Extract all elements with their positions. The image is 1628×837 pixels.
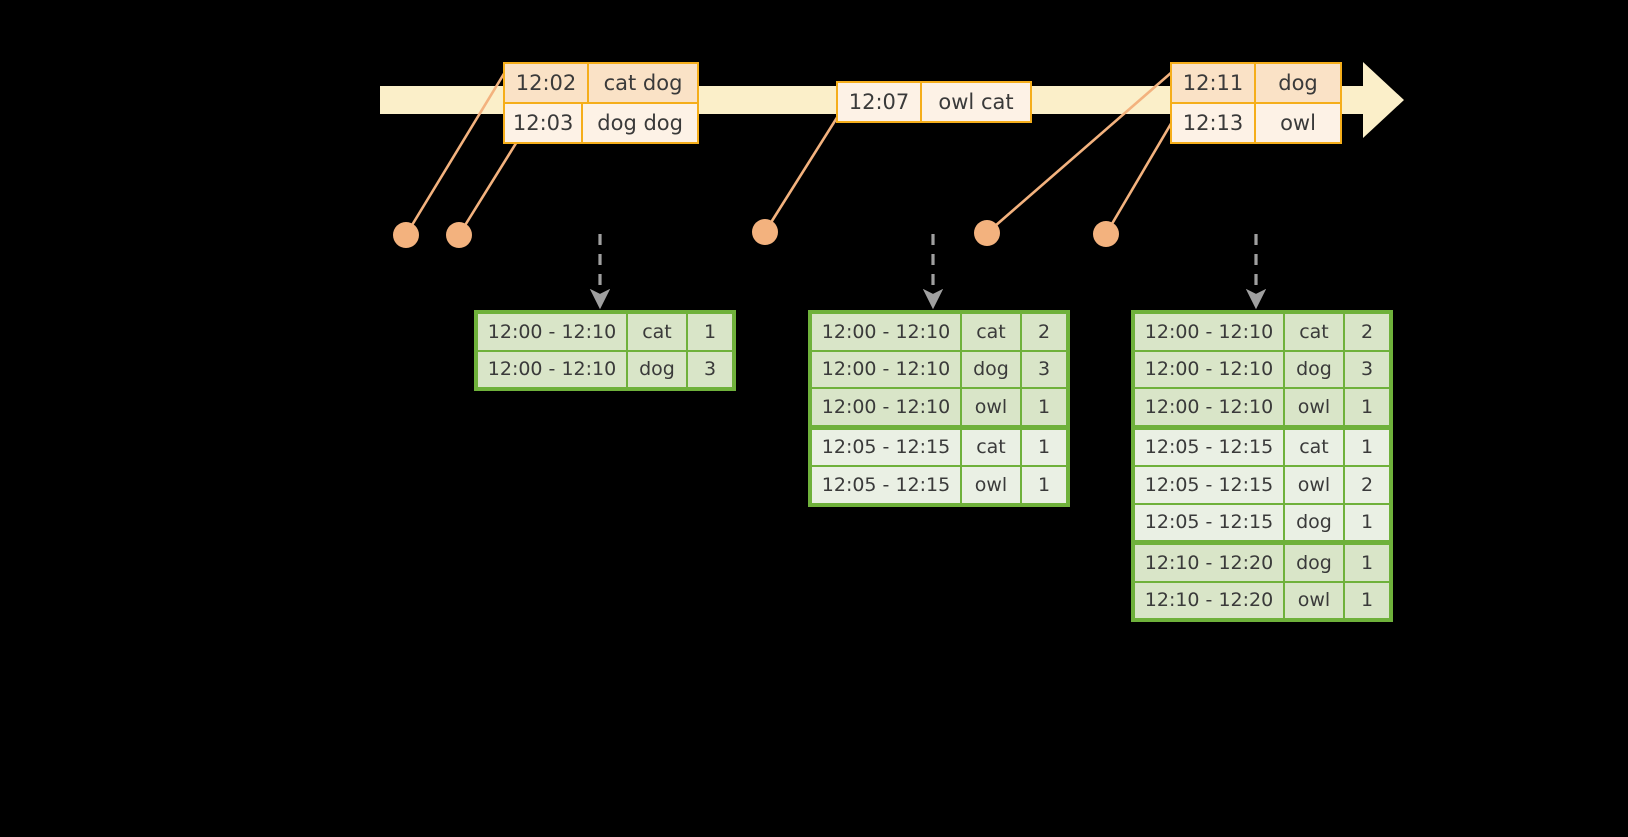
key-cell: dog bbox=[1285, 351, 1343, 387]
count-cell: 1 bbox=[1345, 389, 1389, 425]
trigger-dot bbox=[752, 219, 778, 245]
count-cell: 1 bbox=[688, 314, 732, 350]
event-group-1211-1213[interactable]: 12:11 dog 12:13 owl bbox=[1170, 62, 1342, 144]
key-cell: dog bbox=[1285, 504, 1343, 540]
trigger-dot bbox=[446, 222, 472, 248]
event-time: 12:03 bbox=[505, 104, 584, 142]
window-cell: 12:10 - 12:20 bbox=[1135, 582, 1283, 618]
count-cell: 2 bbox=[1022, 314, 1066, 350]
event-value: dog bbox=[1256, 64, 1340, 102]
event-time: 12:13 bbox=[1172, 104, 1256, 142]
key-cell: cat bbox=[962, 429, 1020, 465]
key-cell: owl bbox=[962, 467, 1020, 503]
key-cell: dog bbox=[628, 351, 686, 387]
trigger-dot-group bbox=[393, 219, 1119, 248]
window-cell: 12:00 - 12:10 bbox=[478, 351, 626, 387]
window-cell: 12:00 - 12:10 bbox=[812, 314, 960, 350]
event-time: 12:07 bbox=[838, 83, 922, 121]
window-cell: 12:00 - 12:10 bbox=[812, 389, 960, 425]
window-cell: 12:00 - 12:10 bbox=[1135, 351, 1283, 387]
event-time: 12:11 bbox=[1172, 64, 1256, 102]
key-cell: cat bbox=[962, 314, 1020, 350]
count-cell: 1 bbox=[1345, 545, 1389, 581]
count-cell: 1 bbox=[1022, 467, 1066, 503]
event-row[interactable]: 12:11 dog bbox=[1172, 64, 1340, 102]
count-cell: 3 bbox=[688, 351, 732, 387]
event-row[interactable]: 12:13 owl bbox=[1172, 102, 1340, 142]
event-group-1207[interactable]: 12:07 owl cat bbox=[836, 81, 1032, 123]
window-cell: 12:05 - 12:15 bbox=[1135, 429, 1283, 465]
window-cell: 12:00 - 12:10 bbox=[478, 314, 626, 350]
event-value: dog dog bbox=[583, 104, 697, 142]
event-group-1202-1203[interactable]: 12:02 cat dog 12:03 dog dog bbox=[503, 62, 699, 144]
window-cell: 12:10 - 12:20 bbox=[1135, 545, 1283, 581]
count-cell: 1 bbox=[1022, 429, 1066, 465]
window-cell: 12:00 - 12:10 bbox=[1135, 389, 1283, 425]
key-cell: cat bbox=[1285, 314, 1343, 350]
trigger-dot bbox=[974, 220, 1000, 246]
window-cell: 12:00 - 12:10 bbox=[812, 351, 960, 387]
key-cell: dog bbox=[1285, 545, 1343, 581]
event-row[interactable]: 12:02 cat dog bbox=[505, 64, 697, 102]
emit-arrow-group bbox=[589, 234, 1267, 310]
trigger-dot bbox=[393, 222, 419, 248]
count-cell: 2 bbox=[1345, 467, 1389, 503]
count-cell: 1 bbox=[1345, 504, 1389, 540]
key-cell: owl bbox=[1285, 582, 1343, 618]
event-value: cat dog bbox=[589, 64, 697, 102]
event-value: owl bbox=[1256, 104, 1340, 142]
event-time: 12:02 bbox=[505, 64, 589, 102]
key-cell: owl bbox=[1285, 467, 1343, 503]
window-cell: 12:00 - 12:10 bbox=[1135, 314, 1283, 350]
key-cell: owl bbox=[962, 389, 1020, 425]
window-cell: 12:05 - 12:15 bbox=[812, 429, 960, 465]
key-cell: cat bbox=[628, 314, 686, 350]
count-cell: 2 bbox=[1345, 314, 1389, 350]
count-cell: 3 bbox=[1345, 351, 1389, 387]
window-cell: 12:05 - 12:15 bbox=[1135, 467, 1283, 503]
trigger-dot bbox=[1093, 221, 1119, 247]
count-cell: 1 bbox=[1345, 582, 1389, 618]
window-cell: 12:05 - 12:15 bbox=[812, 467, 960, 503]
count-cell: 3 bbox=[1022, 351, 1066, 387]
count-cell: 1 bbox=[1022, 389, 1066, 425]
window-cell: 12:05 - 12:15 bbox=[1135, 504, 1283, 540]
key-cell: dog bbox=[962, 351, 1020, 387]
event-row[interactable]: 12:07 owl cat bbox=[838, 83, 1030, 121]
event-row[interactable]: 12:03 dog dog bbox=[505, 102, 697, 142]
event-value: owl cat bbox=[922, 83, 1030, 121]
count-cell: 1 bbox=[1345, 429, 1389, 465]
key-cell: owl bbox=[1285, 389, 1343, 425]
key-cell: cat bbox=[1285, 429, 1343, 465]
